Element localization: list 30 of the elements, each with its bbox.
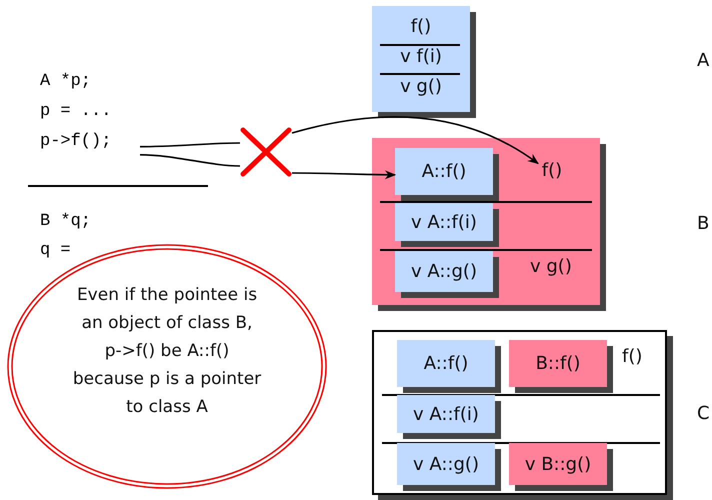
method-box: A::f() bbox=[395, 148, 493, 195]
method-label: v g() bbox=[399, 76, 443, 97]
method-box: B::f() bbox=[509, 340, 607, 387]
connector-line bbox=[140, 154, 240, 167]
code-line: A *p; bbox=[40, 72, 92, 91]
class-name: C bbox=[697, 403, 710, 424]
code-line: p = ... bbox=[40, 102, 112, 121]
method-label: f() bbox=[538, 157, 566, 183]
class-name: A bbox=[697, 50, 710, 71]
method-box: v A::g() bbox=[395, 251, 493, 292]
method-box: v A::f(i) bbox=[397, 395, 495, 433]
connector-line bbox=[140, 142, 240, 148]
note-text: Even if the pointee is an object of class B, p->f() be A::f() because p is a pointer to class A bbox=[72, 284, 262, 419]
method-box: v B::g() bbox=[509, 443, 607, 485]
method-label: f() bbox=[410, 16, 432, 37]
cross-mark bbox=[240, 127, 292, 177]
arrow bbox=[292, 170, 396, 180]
method-label: f() bbox=[622, 346, 642, 367]
class-name: B bbox=[697, 213, 710, 234]
class-box bbox=[372, 138, 600, 305]
method-box: v A::f(i) bbox=[395, 203, 493, 241]
arrow bbox=[292, 116, 539, 164]
method-label: v f(i) bbox=[399, 46, 443, 67]
code-line: p->f(); bbox=[40, 132, 112, 151]
method-label: v g() bbox=[530, 256, 572, 277]
method-box: v A::g() bbox=[397, 443, 495, 485]
class-box bbox=[372, 6, 470, 112]
method-box: A::f() bbox=[397, 340, 495, 387]
code-line: B *q; bbox=[40, 212, 92, 231]
code-line: q = bbox=[40, 241, 71, 260]
